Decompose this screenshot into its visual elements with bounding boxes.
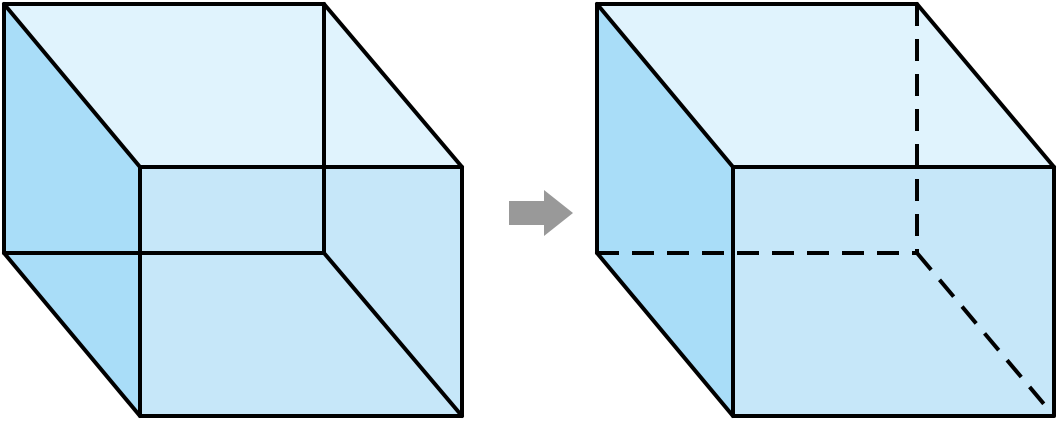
wireframe-cube	[2, 2, 464, 418]
cube-with-hidden-edges	[595, 2, 1056, 418]
depth-top-right-edge	[915, 2, 1056, 169]
depth-top-left-edge	[2, 2, 142, 169]
cube-front-face	[733, 167, 1054, 416]
front-face-outline	[138, 165, 464, 418]
cube-front-face	[140, 167, 462, 416]
cube-side-face	[597, 4, 733, 416]
hidden-depth-edge	[915, 251, 1056, 418]
cube-side-face	[4, 4, 140, 416]
depth-bottom-left-edge	[595, 251, 735, 418]
depth-top-left-edge	[595, 2, 735, 169]
depth-bottom-left-edge	[2, 251, 142, 418]
depth-bottom-right-edge	[322, 251, 464, 418]
depth-top-right-edge	[322, 2, 464, 169]
front-face-outline	[731, 165, 1056, 418]
cube-top-face	[4, 4, 462, 167]
cube-top-face	[597, 4, 1054, 167]
arrow-right-icon	[509, 190, 573, 236]
